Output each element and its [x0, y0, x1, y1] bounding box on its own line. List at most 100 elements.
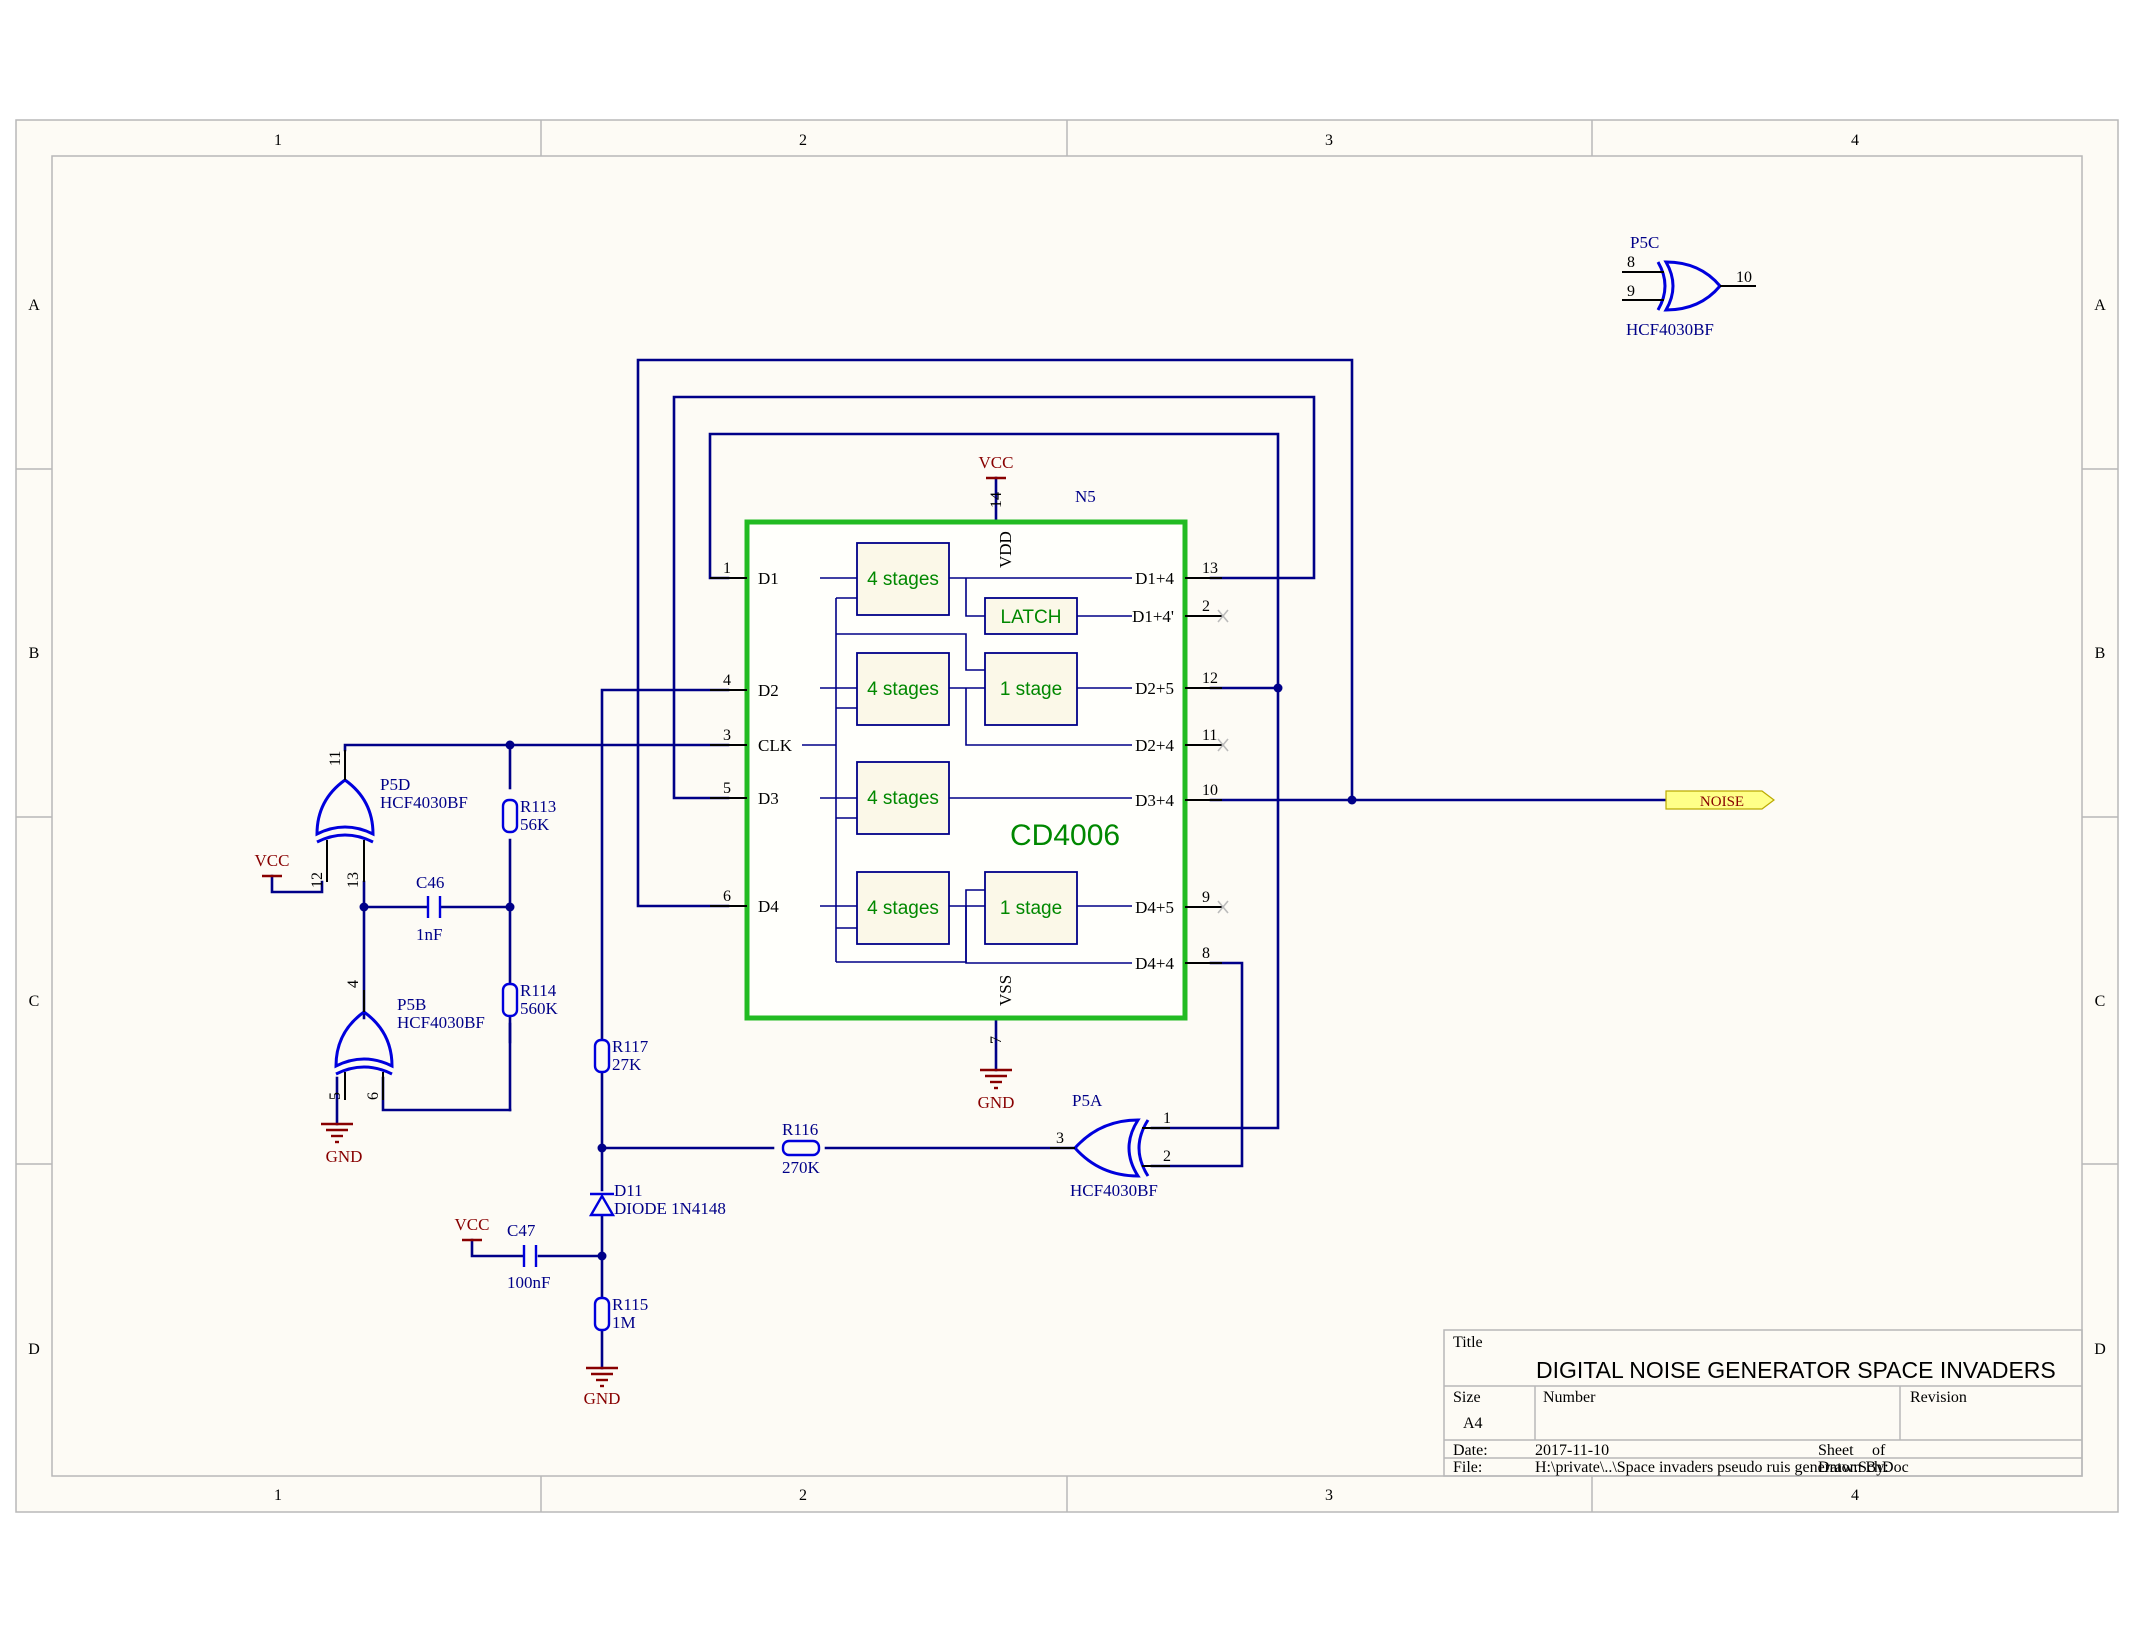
pin-num-d4: 6: [723, 888, 731, 905]
xor-p5a: 3 1 2 P5A HCF4030BF: [1050, 1091, 1171, 1200]
xor-p5b-body: [334, 1010, 394, 1069]
pin-num-d4plus4: 8: [1202, 945, 1210, 962]
gnd-ic-label: GND: [978, 1093, 1015, 1112]
xor-p5d-body: [315, 778, 375, 837]
col-label-bottom-3: 3: [1325, 1487, 1333, 1504]
file-caption: File:: [1453, 1459, 1482, 1476]
r117-value: 27K: [612, 1055, 642, 1074]
row-label-left-b: B: [29, 645, 40, 662]
vcc-ic-label: VCC: [979, 453, 1014, 472]
ic-part-label: CD4006: [1010, 819, 1120, 852]
ic-left-pins: 1 4 3 5 6 D1 D2 CLK D3 D4: [710, 560, 793, 916]
revision-caption: Revision: [1910, 1389, 1967, 1406]
row-label-left-a: A: [28, 297, 40, 314]
col-label-top-3: 3: [1325, 132, 1333, 149]
block-1stage-1: [984, 652, 1078, 726]
pin-num-d2plus4: 11: [1202, 727, 1217, 744]
p5a-pin-in1: 1: [1163, 1110, 1171, 1127]
col-label-bottom-1: 1: [274, 1487, 282, 1504]
d11-value: DIODE 1N4148: [614, 1199, 726, 1218]
power-vcc-c47: VCC: [455, 1215, 490, 1242]
p5b-pin-out: 4: [345, 980, 362, 988]
xor-p5c: 8 9 10 P5C HCF4030BF: [1622, 233, 1756, 339]
wire-p5d12-vcc: [270, 874, 324, 894]
title-block: Title DIGITAL NOISE GENERATOR SPACE INVA…: [1443, 1329, 2083, 1477]
p5a-designator: P5A: [1072, 1091, 1103, 1110]
p5b-part: HCF4030BF: [397, 1013, 485, 1032]
resistor-r114: R114 560K: [501, 981, 559, 1018]
sheet-caption: Sheet: [1818, 1442, 1854, 1459]
ic-vss-pin: 7: [988, 1036, 1005, 1044]
junction-d2plus5: [1273, 683, 1283, 693]
col-label-top-2: 2: [799, 132, 807, 149]
no-connect-marks: [1217, 609, 1229, 914]
noise-port-label: NOISE: [1700, 794, 1744, 810]
block-1stage-2-label: 1 stage: [1000, 898, 1062, 919]
vcc-c47-label: VCC: [455, 1215, 490, 1234]
power-vcc-ic: VCC: [979, 453, 1014, 480]
pin-name-d1: D1: [758, 569, 779, 588]
p5b-designator: P5B: [397, 995, 426, 1014]
block-4stages-2-label: 4 stages: [867, 679, 939, 700]
p5d-pin-in1: 12: [309, 872, 326, 888]
wire-d1out-to-d3: [672, 395, 1316, 800]
p5a-pin-out: 3: [1056, 1130, 1064, 1147]
pin-num-d3plus4: 10: [1202, 782, 1218, 799]
p5d-pin-out: 11: [327, 751, 344, 766]
resistor-r115: R115 1M: [593, 1295, 648, 1332]
size-value: A4: [1463, 1415, 1483, 1432]
ic-right-pins: 13 2 12 11 10 9 8 D1+4 D1+4' D2+5 D2+4 D…: [1132, 560, 1229, 973]
junction-c46-l: [359, 902, 369, 912]
p5c-part: HCF4030BF: [1626, 320, 1714, 339]
ic-vss-label: VSS: [996, 975, 1015, 1006]
pin-num-d2plus5: 12: [1202, 670, 1218, 687]
capacitor-c47: C47 100nF: [507, 1221, 550, 1292]
power-gnd-p5b: GND: [321, 1122, 363, 1166]
r115-designator: R115: [612, 1295, 648, 1314]
junction-clk: [505, 740, 515, 750]
number-caption: Number: [1543, 1389, 1596, 1406]
capacitor-c46: C46 1nF: [416, 873, 444, 944]
p5b-pin-in2: 6: [365, 1092, 382, 1100]
r116-designator: R116: [782, 1120, 818, 1139]
block-4stages-1: [856, 542, 950, 616]
xor-p5c-body: [1663, 260, 1722, 312]
pin-num-d1plus4: 13: [1202, 560, 1218, 577]
r115-value: 1M: [612, 1313, 636, 1332]
p5a-pin-in2: 2: [1163, 1148, 1171, 1165]
ic-vdd-pin: 14: [988, 492, 1005, 508]
xor-p5c-back-curve: [1656, 261, 1667, 311]
pin-name-d2plus5: D2+5: [1135, 679, 1174, 698]
drawn-by-caption: Drawn By:: [1818, 1459, 1889, 1476]
block-4stages-1-label: 4 stages: [867, 569, 939, 590]
gnd-p5b-label: GND: [326, 1147, 363, 1166]
pin-num-clk: 3: [723, 727, 731, 744]
block-4stages-3-label: 4 stages: [867, 788, 939, 809]
pin-name-d4plus4: D4+4: [1135, 954, 1174, 973]
c47-designator: C47: [507, 1221, 536, 1240]
ic-designator: N5: [1075, 487, 1096, 506]
p5b-pin-in1: 5: [327, 1092, 344, 1100]
power-gnd-ic: GND: [978, 1068, 1015, 1112]
block-4stages-2: [856, 652, 950, 726]
r113-value: 56K: [520, 815, 550, 834]
c47-value: 100nF: [507, 1273, 550, 1292]
wire-d3out-to-d4: [636, 358, 1354, 908]
col-label-bottom-4: 4: [1851, 1487, 1859, 1504]
xor-p5b: 4 5 6 P5B HCF4030BF: [327, 980, 485, 1100]
pin-name-d4plus5: D4+5: [1135, 898, 1174, 917]
block-4stages-4-label: 4 stages: [867, 898, 939, 919]
resistor-r117: R117 27K: [593, 1037, 649, 1074]
gnd-r115-label: GND: [584, 1389, 621, 1408]
pin-name-d2: D2: [758, 681, 779, 700]
p5d-part: HCF4030BF: [380, 793, 468, 812]
r116-value: 270K: [782, 1158, 821, 1177]
diode-d11: D11 DIODE 1N4148: [588, 1181, 726, 1218]
xor-p5b-back-curve: [335, 1065, 393, 1076]
r114-value: 560K: [520, 999, 559, 1018]
pin-name-clk: CLK: [758, 736, 793, 755]
pin-name-d3: D3: [758, 789, 779, 808]
junction-c47: [597, 1251, 607, 1261]
p5d-designator: P5D: [380, 775, 410, 794]
